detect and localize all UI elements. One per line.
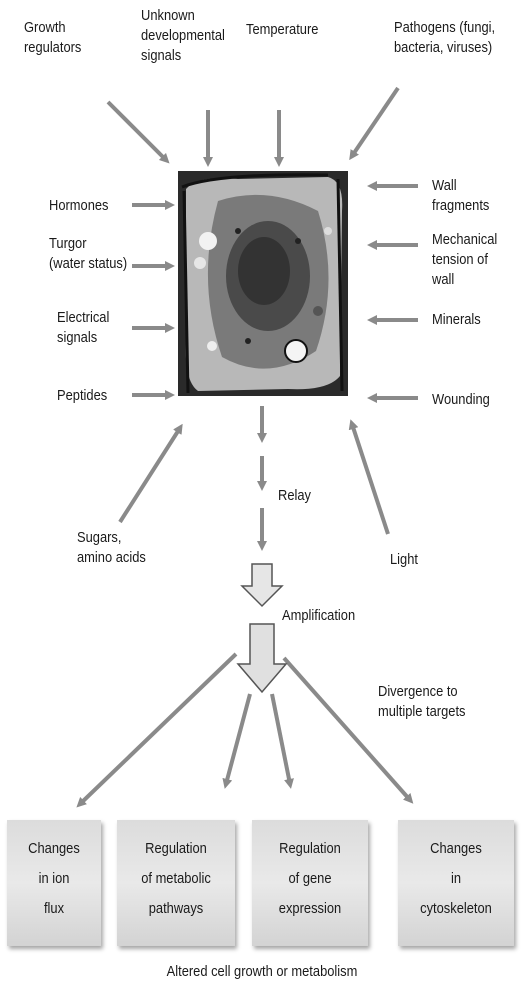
arrow-pathogens xyxy=(352,88,398,156)
arrow-to-metabolic xyxy=(226,694,250,784)
amplification-arrow-2 xyxy=(238,624,286,692)
output-label-cytoskeleton: Changes in cytoskeleton xyxy=(406,834,506,924)
label-mechanical: Mechanical tension of wall xyxy=(432,230,511,290)
output-label-gene-expression: Regulation of gene expression xyxy=(260,834,360,924)
label-hormones: Hormones xyxy=(49,196,109,216)
arrow-to-ion-flux xyxy=(80,654,236,804)
label-peptides: Peptides xyxy=(57,386,107,406)
output-label-metabolic: Regulation of metabolic pathways xyxy=(125,834,226,924)
label-wounding: Wounding xyxy=(432,390,490,410)
label-unknown-signals: Unknown developmental signals xyxy=(141,6,225,66)
label-relay: Relay xyxy=(278,486,311,506)
arrow-to-gene xyxy=(272,694,290,784)
label-sugars: Sugars, amino acids xyxy=(77,528,146,568)
output-box-cytoskeleton: Changes in cytoskeleton xyxy=(398,820,514,946)
arrow-to-cytoskeleton xyxy=(284,658,410,800)
label-pathogens: Pathogens (fungi, bacteria, viruses) xyxy=(394,18,495,58)
label-amplification: Amplification xyxy=(282,606,355,626)
plant-cell-micrograph xyxy=(178,171,348,396)
label-divergence: Divergence to multiple targets xyxy=(378,682,465,722)
amplification-arrow-1 xyxy=(242,564,282,606)
label-minerals: Minerals xyxy=(432,310,481,330)
label-wall-fragments: Wall fragments xyxy=(432,176,511,216)
label-growth-regulators: Growth regulators xyxy=(24,18,81,58)
caption: Altered cell growth or metabolism xyxy=(37,962,488,982)
output-box-metabolic: Regulation of metabolic pathways xyxy=(117,820,235,946)
arrow-growth-regulators xyxy=(108,102,166,160)
label-light: Light xyxy=(390,550,418,570)
label-turgor: Turgor (water status) xyxy=(49,234,127,274)
output-label-ion-flux: Changes in ion flux xyxy=(14,834,95,924)
arrow-light xyxy=(352,424,388,534)
output-box-gene-expression: Regulation of gene expression xyxy=(252,820,368,946)
output-box-ion-flux: Changes in ion flux xyxy=(7,820,101,946)
label-temperature: Temperature xyxy=(246,20,318,40)
arrow-sugars xyxy=(120,428,180,522)
label-electrical: Electrical signals xyxy=(57,308,109,348)
